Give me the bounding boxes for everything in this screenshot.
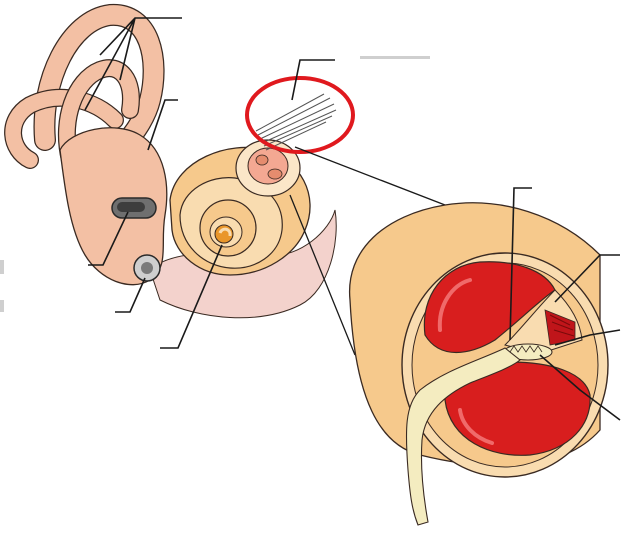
leader-vestibule — [147, 99, 178, 151]
leader-oval-window — [88, 211, 129, 266]
leader-cochlear-duct — [554, 254, 620, 303]
leader-cochlea — [160, 244, 223, 349]
leader-basilar — [539, 354, 621, 421]
zoom-line-top — [294, 146, 446, 206]
zoom-line-bottom — [289, 194, 356, 356]
cochlear-nerve — [405, 347, 521, 526]
leader-tectorial — [554, 329, 621, 346]
small-cross-section — [235, 139, 301, 197]
leader-lines — [84, 17, 621, 421]
leader-scala-vestibuli — [509, 187, 532, 341]
leader-semicircular-canals — [84, 17, 182, 111]
leader-round-window — [115, 277, 146, 313]
semicircular-canals — [4, 3, 165, 169]
cochlear-nerve-fibers — [255, 93, 337, 151]
cochlea-cross-section-large — [348, 202, 609, 526]
highlight-circle — [245, 76, 355, 154]
leader-nerve — [291, 59, 335, 101]
faint-marks — [0, 56, 430, 312]
